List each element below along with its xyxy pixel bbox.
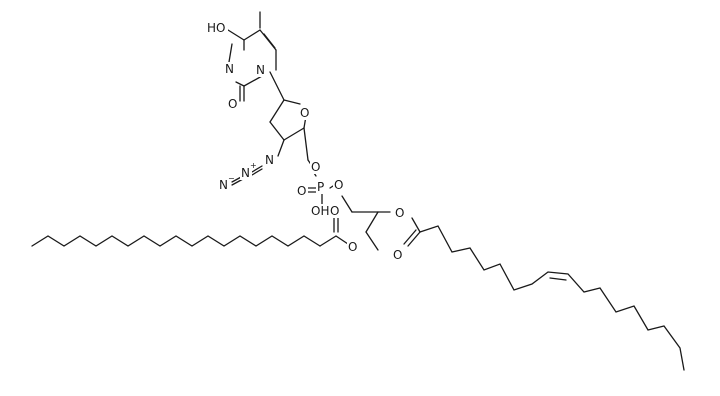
atom-n-ring: N <box>256 63 265 77</box>
atom-p: P <box>317 180 324 194</box>
right-acyl-chain-bonds <box>403 217 685 371</box>
glycerol-bonds <box>351 211 391 251</box>
atom-o-carbonyl-left: O <box>330 204 339 218</box>
atom-n-azide-3: N <box>219 178 228 192</box>
atom-o-p1: O <box>311 160 320 174</box>
atom-n-azide-1: N <box>265 153 274 167</box>
atom-o-furanose: O <box>300 106 309 120</box>
thymine-bonds <box>227 11 277 102</box>
atom-o-carbonyl: O <box>228 97 237 111</box>
atom-o-ester-left: O <box>348 240 357 254</box>
atom-o-top: O <box>216 21 225 35</box>
left-acyl-chain-bonds <box>31 215 349 247</box>
atom-n-azide-2: N <box>241 166 250 180</box>
atom-o-p2: O <box>297 184 306 198</box>
charge-plus: + <box>250 161 257 170</box>
atom-o-p3: O <box>334 178 343 192</box>
charge-minus: − <box>228 174 235 183</box>
atom-labels: H O N N O O N N + N − O P O OH O O O O <box>206 20 406 262</box>
atom-oh-p: OH <box>311 204 329 218</box>
atom-o-ester-right: O <box>395 206 404 220</box>
atom-o-carbonyl-right: O <box>393 248 402 262</box>
atom-h-top: H <box>207 21 216 35</box>
atom-n-left: N <box>225 62 234 76</box>
